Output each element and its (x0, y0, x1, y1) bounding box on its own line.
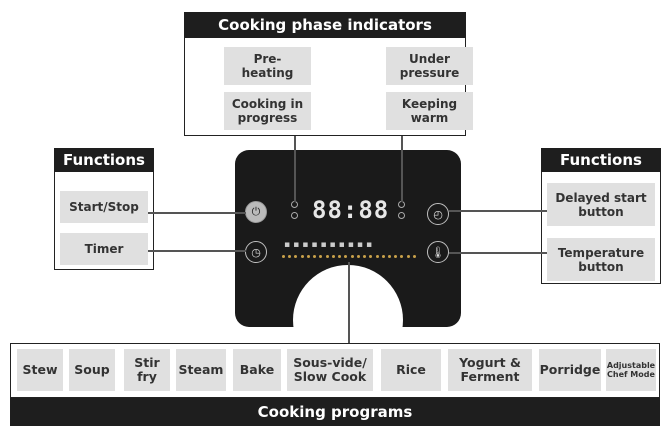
connector-start (148, 212, 246, 214)
timer-icon[interactable]: ◷ (245, 241, 267, 263)
soup-icon: ▪ (293, 240, 301, 250)
rice-icon: ▪ (338, 240, 346, 250)
program-soup: Soup (69, 349, 115, 391)
delayed-start-label: Delayed start button (547, 183, 655, 226)
start-stop-label: Start/Stop (60, 191, 148, 223)
delayed-start-icon[interactable]: ◴ (427, 203, 449, 225)
cooking-indicator (291, 212, 298, 219)
connector-pressure (401, 136, 403, 202)
program-stir-fry: Stir fry (124, 349, 170, 391)
program-porridge: Porridge (539, 349, 601, 391)
connector-delayed (449, 210, 547, 212)
stew-icon: ▪ (284, 240, 292, 250)
temperature-label: Temperature button (547, 238, 655, 281)
connector-programs (348, 262, 350, 344)
program-rice: Rice (381, 349, 441, 391)
programs-title: Cooking programs (10, 398, 660, 426)
functions-right-title: Functions (541, 148, 661, 172)
thermometer-icon[interactable]: 🌡 (427, 241, 449, 263)
keeping-warm-label: Keeping warm (386, 92, 473, 130)
connector-preheat (294, 136, 296, 202)
porridge-icon: ▪ (356, 240, 364, 250)
program-chef-mode: Adjustable Chef Mode (606, 349, 656, 391)
program-dots (282, 255, 416, 261)
pressure-indicator (398, 201, 405, 208)
stir-fry-icon: ▪ (302, 240, 310, 250)
power-icon[interactable]: ⏻ (245, 201, 267, 223)
program-yogurt: Yogurt & Ferment (448, 349, 532, 391)
timer-label: Timer (60, 233, 148, 265)
program-icons-row: ▪▪▪ ▪▪▪ ▪▪▪ ▪ (284, 240, 414, 252)
phase-indicators-title: Cooking phase indicators (184, 12, 466, 38)
digital-display: 88:88 (312, 196, 390, 224)
bake-icon: ▪ (320, 240, 328, 250)
chef-icon: ▪ (365, 240, 374, 250)
preheating-label: Pre- heating (224, 47, 311, 85)
program-steam: Steam (176, 349, 226, 391)
cooking-in-progress-label: Cooking in progress (224, 92, 311, 130)
steam-icon: ▪ (311, 240, 319, 250)
warm-indicator (398, 212, 405, 219)
program-bake: Bake (233, 349, 281, 391)
program-sous-vide: Sous-vide/ Slow Cook (287, 349, 373, 391)
connector-timer (148, 250, 246, 252)
program-stew: Stew (17, 349, 63, 391)
preheating-indicator (291, 201, 298, 208)
yogurt-icon: ▪ (347, 240, 355, 250)
under-pressure-label: Under pressure (386, 47, 473, 85)
connector-temp (449, 252, 547, 254)
sous-vide-icon: ▪ (329, 240, 337, 250)
functions-left-title: Functions (54, 148, 154, 172)
